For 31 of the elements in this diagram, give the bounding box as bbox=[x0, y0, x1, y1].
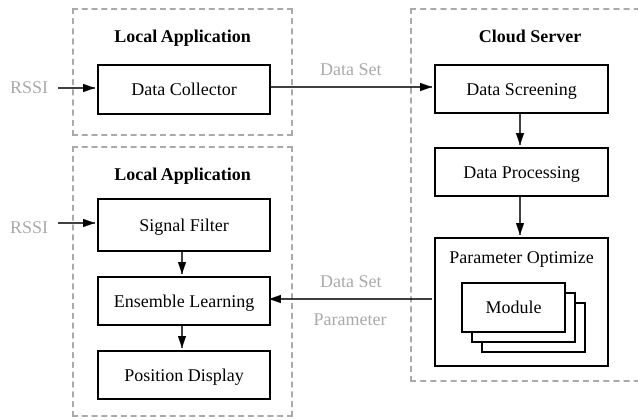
process-box bbox=[97, 64, 271, 115]
arrow bbox=[516, 112, 524, 145]
process-box bbox=[97, 276, 271, 326]
box-label: Position Display bbox=[124, 364, 244, 386]
dashed-group-frame bbox=[72, 146, 293, 417]
process-box bbox=[97, 198, 271, 252]
box-label: Signal Filter bbox=[139, 214, 229, 236]
group-title: Local Application bbox=[114, 26, 251, 46]
arrow bbox=[516, 195, 524, 235]
arrow bbox=[178, 250, 186, 274]
box-label: Data Collector bbox=[131, 79, 237, 100]
dashed-group-frame bbox=[72, 8, 293, 136]
box-label: Data Screening bbox=[466, 78, 577, 100]
arrow bbox=[269, 82, 432, 92]
arrow bbox=[58, 218, 95, 228]
process-box bbox=[434, 237, 609, 367]
group-title: Local Application bbox=[114, 164, 251, 184]
arrow bbox=[58, 84, 95, 92]
process-box bbox=[97, 350, 271, 400]
dashed-group-frame bbox=[410, 8, 638, 382]
box-label: Module bbox=[486, 297, 542, 318]
box-label: Ensemble Learning bbox=[114, 290, 254, 312]
box-label: Data Processing bbox=[463, 162, 580, 182]
process-box bbox=[434, 147, 609, 197]
process-box bbox=[434, 64, 609, 114]
box-title: Parameter Optimize bbox=[449, 247, 594, 267]
arrow bbox=[269, 294, 432, 304]
arrow bbox=[178, 324, 186, 348]
group-title: Cloud Server bbox=[478, 26, 582, 46]
signal-label: RSSI bbox=[10, 76, 48, 98]
signal-label: RSSI bbox=[10, 216, 48, 238]
